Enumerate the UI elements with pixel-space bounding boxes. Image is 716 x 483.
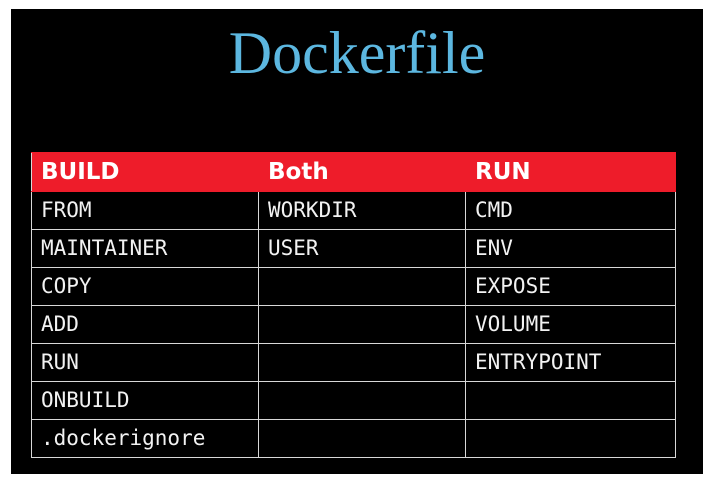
table-row: ONBUILD [31, 381, 676, 420]
table-row: RUN ENTRYPOINT [31, 343, 676, 382]
table-cell: COPY [31, 267, 259, 306]
table-cell: ADD [31, 305, 259, 344]
table-row: FROM WORKDIR CMD [31, 191, 676, 230]
table-cell [465, 381, 676, 420]
page-title: Dockerfile [228, 20, 486, 86]
table-cell: FROM [31, 191, 259, 230]
table-cell: MAINTAINER [31, 229, 259, 268]
table-cell: CMD [465, 191, 676, 230]
table-cell [258, 419, 466, 458]
table-cell: ONBUILD [31, 381, 259, 420]
table-cell: EXPOSE [465, 267, 676, 306]
table-cell: WORKDIR [258, 191, 466, 230]
column-header-run: RUN [465, 152, 676, 192]
table-cell [258, 267, 466, 306]
table-cell [258, 343, 466, 382]
table-cell: USER [258, 229, 466, 268]
table-cell: ENV [465, 229, 676, 268]
presentation-slide: Dockerfile BUILD Both RUN FROM WORKDIR C… [11, 9, 703, 474]
table-cell [258, 381, 466, 420]
table-row: ADD VOLUME [31, 305, 676, 344]
table-body: FROM WORKDIR CMD MAINTAINER USER ENV COP… [31, 191, 676, 458]
table-row: .dockerignore [31, 419, 676, 458]
table-cell: ENTRYPOINT [465, 343, 676, 382]
column-header-both: Both [258, 152, 466, 192]
table-cell: VOLUME [465, 305, 676, 344]
table-header-row: BUILD Both RUN [31, 152, 676, 192]
table-row: COPY EXPOSE [31, 267, 676, 306]
table-cell [465, 419, 676, 458]
column-header-build: BUILD [31, 152, 259, 192]
table-cell: .dockerignore [31, 419, 259, 458]
dockerfile-instructions-table: BUILD Both RUN FROM WORKDIR CMD MAINTAIN… [31, 152, 676, 458]
table-row: MAINTAINER USER ENV [31, 229, 676, 268]
table-header: BUILD Both RUN [31, 152, 676, 192]
table-cell: RUN [31, 343, 259, 382]
table-cell [258, 305, 466, 344]
